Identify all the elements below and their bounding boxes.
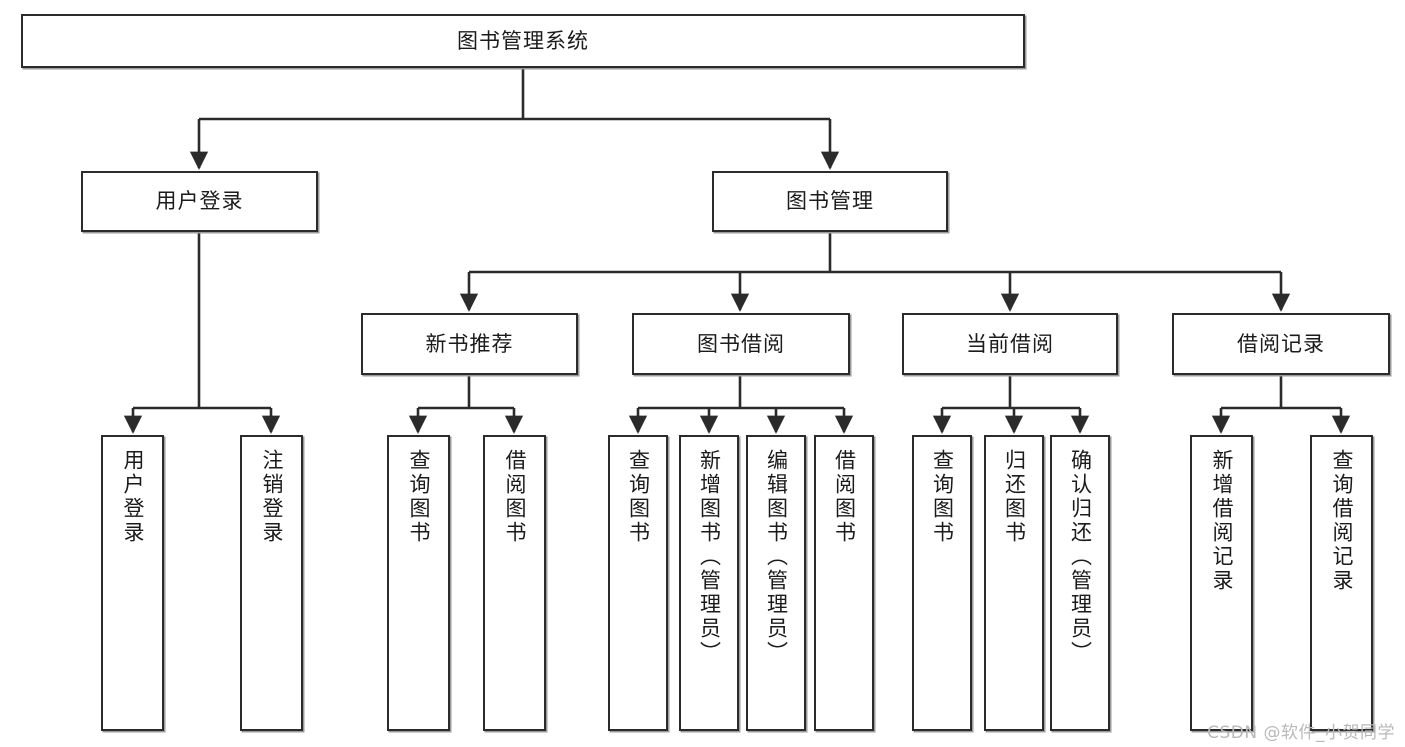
node-user-login[interactable]: 用户登录 (81, 171, 318, 232)
leaf-return-book[interactable]: 归还图书 (984, 435, 1044, 731)
leaf-query-book-current-label: 查询图书 (930, 449, 955, 545)
leaf-add-borrow-record[interactable]: 新增借阅记录 (1190, 435, 1253, 731)
node-book-borrow[interactable]: 图书借阅 (632, 313, 850, 375)
leaf-query-book-borrow[interactable]: 查询图书 (608, 435, 668, 731)
leaf-user-logout-label: 注销登录 (259, 449, 284, 545)
leaf-confirm-return-admin[interactable]: 确认归还（管理员） (1050, 435, 1110, 731)
leaf-borrow-book-recommend-label: 借阅图书 (502, 449, 527, 545)
node-current-borrow[interactable]: 当前借阅 (902, 313, 1118, 375)
leaf-borrow-book[interactable]: 借阅图书 (814, 435, 874, 731)
leaf-user-login[interactable]: 用户登录 (101, 435, 164, 731)
node-root[interactable]: 图书管理系统 (21, 14, 1025, 68)
leaf-query-borrow-record-label: 查询借阅记录 (1329, 449, 1354, 593)
node-user-login-label: 用户登录 (155, 189, 244, 214)
leaf-return-book-label: 归还图书 (1002, 449, 1027, 545)
node-borrow-record[interactable]: 借阅记录 (1172, 313, 1390, 375)
leaf-add-borrow-record-label: 新增借阅记录 (1209, 449, 1234, 593)
leaf-add-book-admin[interactable]: 新增图书（管理员） (679, 435, 739, 731)
leaf-query-book-current[interactable]: 查询图书 (912, 435, 972, 731)
leaf-query-book-recommend[interactable]: 查询图书 (387, 435, 450, 731)
leaf-edit-book-admin-label: 编辑图书（管理员） (764, 449, 789, 665)
leaf-borrow-book-label: 借阅图书 (832, 449, 857, 545)
leaf-add-book-admin-label: 新增图书（管理员） (697, 449, 722, 665)
leaf-user-login-label: 用户登录 (120, 449, 145, 545)
leaf-edit-book-admin[interactable]: 编辑图书（管理员） (746, 435, 806, 731)
leaf-borrow-book-recommend[interactable]: 借阅图书 (483, 435, 546, 731)
node-new-book-recommend[interactable]: 新书推荐 (361, 313, 578, 375)
leaf-query-book-recommend-label: 查询图书 (406, 449, 431, 545)
node-current-borrow-label: 当前借阅 (966, 331, 1054, 356)
node-borrow-record-label: 借阅记录 (1237, 331, 1325, 356)
node-book-management-label: 图书管理 (786, 189, 874, 214)
node-new-book-recommend-label: 新书推荐 (425, 331, 514, 356)
node-book-borrow-label: 图书借阅 (697, 331, 785, 356)
node-book-management[interactable]: 图书管理 (712, 171, 948, 232)
leaf-user-logout[interactable]: 注销登录 (240, 435, 303, 731)
leaf-confirm-return-admin-label: 确认归还（管理员） (1068, 449, 1093, 665)
leaf-query-book-borrow-label: 查询图书 (626, 449, 651, 545)
node-root-label: 图书管理系统 (457, 28, 589, 53)
leaf-query-borrow-record[interactable]: 查询借阅记录 (1310, 435, 1373, 731)
